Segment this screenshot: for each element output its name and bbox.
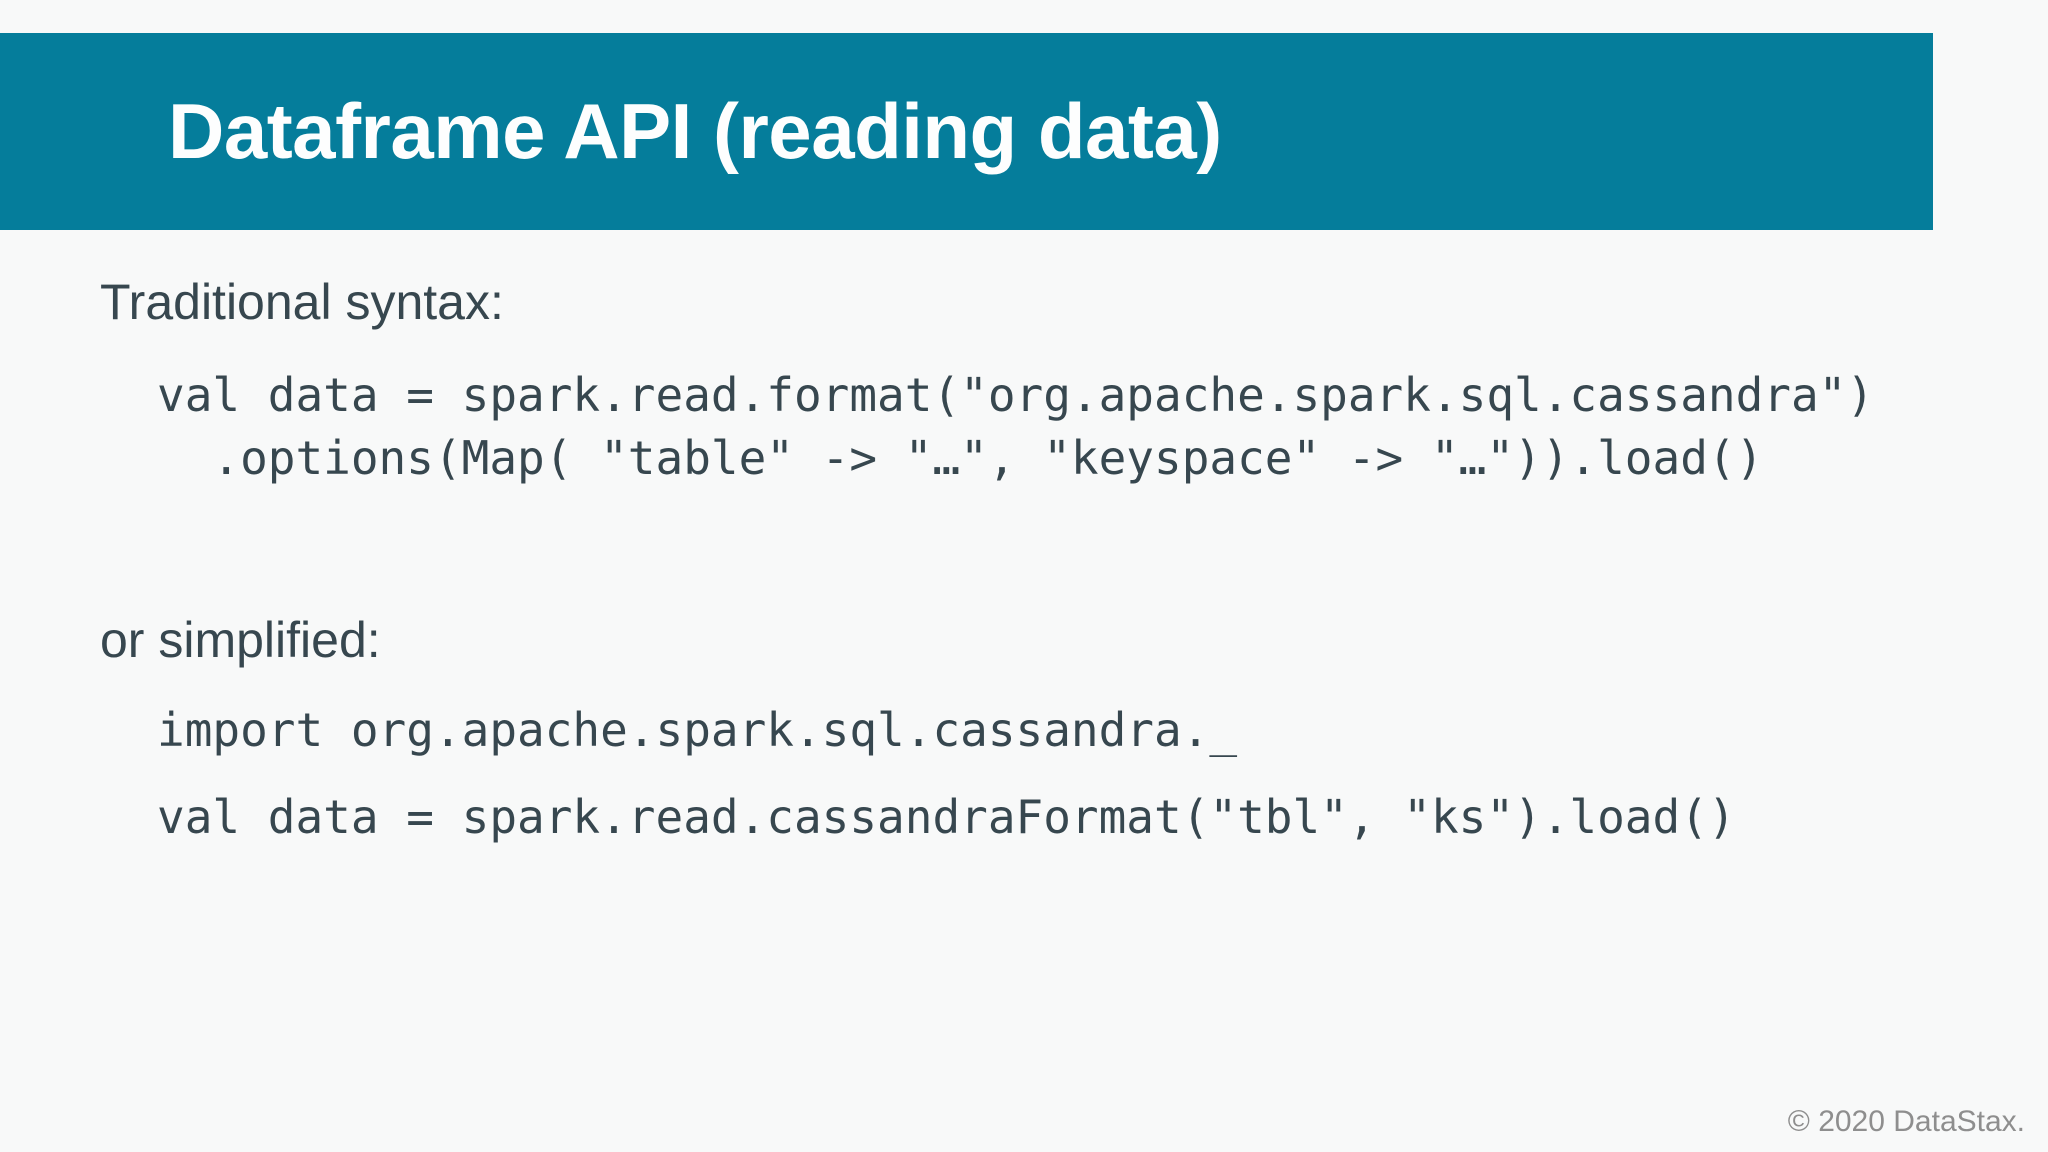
- footer-copyright: © 2020 DataStax.: [1787, 1105, 2025, 1138]
- slide-header: Dataframe API (reading data): [0, 33, 1933, 230]
- code-line: .options(Map( "table" -> "…", "keyspace"…: [157, 431, 1764, 485]
- section-label-simplified: or simplified:: [100, 612, 381, 668]
- section-label-traditional: Traditional syntax:: [100, 274, 504, 330]
- slide-title: Dataframe API (reading data): [168, 87, 1222, 175]
- code-line: val data = spark.read.format("org.apache…: [157, 368, 1875, 422]
- code-line: import org.apache.spark.sql.cassandra._: [157, 703, 1238, 757]
- code-line: val data = spark.read.cassandraFormat("t…: [157, 790, 1736, 844]
